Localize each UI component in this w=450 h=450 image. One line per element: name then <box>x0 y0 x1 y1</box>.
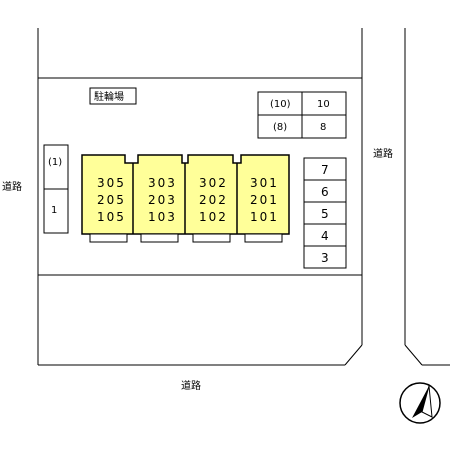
bicycle-parking-box <box>89 87 137 105</box>
unit-number: 205 <box>97 193 126 207</box>
parking-slot-label-8-paren: (8) <box>273 122 287 133</box>
road-label-right: 道路 <box>373 147 393 160</box>
right-road-boundary <box>404 28 450 366</box>
property-boundary <box>37 28 363 366</box>
parking-slot-label-10: 10 <box>317 99 330 110</box>
parking-slot-label-8: 8 <box>320 122 326 133</box>
bicycle-parking-label: 駐輪場 <box>94 90 124 103</box>
road-label-bottom: 道路 <box>181 379 201 392</box>
unit-dividers <box>132 163 238 234</box>
left-parking-grid <box>43 144 69 234</box>
unit-number: 102 <box>199 210 228 224</box>
top-parking-grid <box>257 91 347 139</box>
unit-number: 105 <box>97 210 126 224</box>
unit-number: 303 <box>148 176 177 190</box>
parking-slot-label-4: 4 <box>321 229 329 243</box>
unit-number: 103 <box>148 210 177 224</box>
north-arrow-icon <box>399 382 441 424</box>
parking-slot-label-3: 3 <box>321 251 329 265</box>
parking-slot-label-5: 5 <box>321 207 329 221</box>
parking-slot-label-1: 1 <box>51 205 57 216</box>
parking-slot-label-1-paren: (1) <box>48 157 62 168</box>
right-parking-grid <box>303 157 347 269</box>
unit-number: 101 <box>250 210 279 224</box>
parking-slot-label-7: 7 <box>321 163 329 177</box>
parking-slot-label-6: 6 <box>321 185 329 199</box>
unit-number: 202 <box>199 193 228 207</box>
unit-number: 203 <box>148 193 177 207</box>
unit-number: 302 <box>199 176 228 190</box>
unit-number: 305 <box>97 176 126 190</box>
road-label-left: 道路 <box>2 180 22 193</box>
unit-number: 301 <box>250 176 279 190</box>
balconies <box>89 233 283 243</box>
unit-number: 201 <box>250 193 279 207</box>
parking-slot-label-10-paren: (10) <box>270 99 291 110</box>
